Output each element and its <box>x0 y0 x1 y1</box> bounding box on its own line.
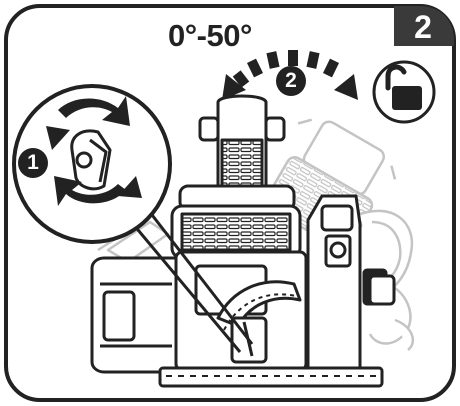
callout-2-number: 2 <box>285 69 297 92</box>
detail-magnifier <box>12 84 172 244</box>
unlocked-padlock-icon <box>372 60 436 124</box>
callout-2-disc <box>276 66 306 96</box>
bevel-scale <box>216 280 302 328</box>
base-plate <box>158 366 384 388</box>
circular-saw <box>90 94 396 388</box>
rotate-arrows-icon <box>46 96 142 206</box>
step-number-badge <box>396 6 454 46</box>
angle-range-label: 0°-50° <box>168 18 252 53</box>
callout-1-disc <box>18 148 48 178</box>
bevel-knob <box>70 129 112 191</box>
tilt-arrow-icon <box>222 50 358 100</box>
step-number: 2 <box>414 9 432 45</box>
callout-1-number: 1 <box>27 151 39 174</box>
callout-lines <box>126 201 254 353</box>
